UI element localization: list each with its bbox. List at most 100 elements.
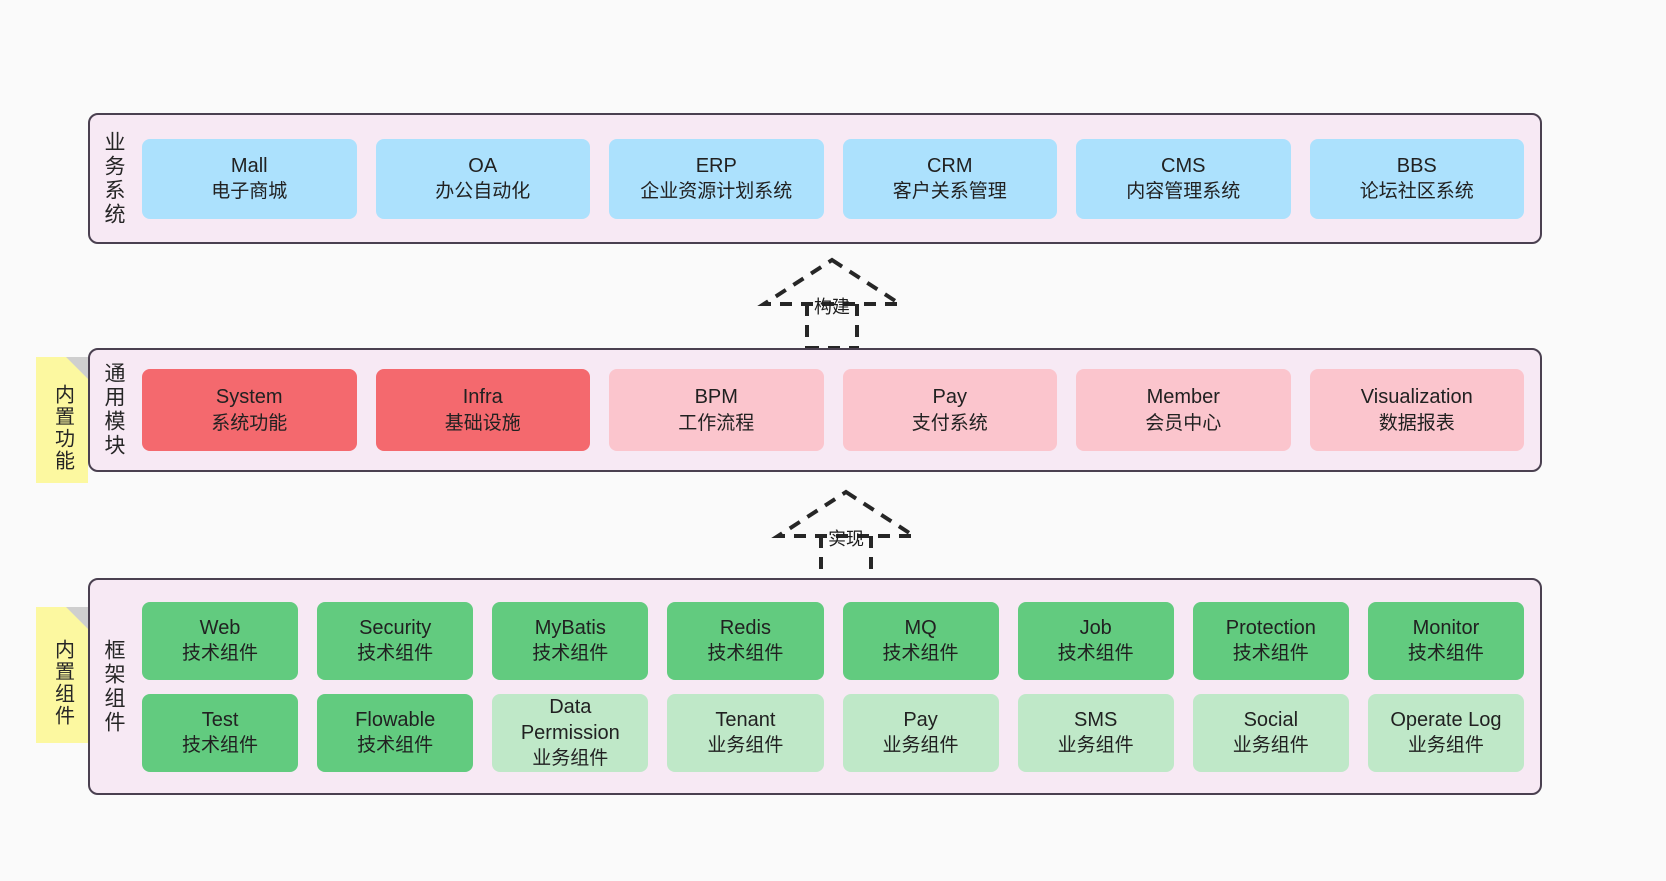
card-title: Redis	[719, 616, 771, 639]
card-title: Social	[1243, 708, 1299, 731]
card-title: Infra	[462, 386, 503, 409]
card-subtitle: 技术组件	[532, 643, 609, 665]
card-mybatis[interactable]: MyBatis 技术组件	[492, 601, 649, 680]
card-title: Pay	[903, 708, 938, 731]
card-subtitle: 技术组件	[182, 643, 259, 665]
card-protection[interactable]: Protection 技术组件	[1192, 601, 1349, 680]
layer-title-common-modules: 通用模块	[102, 362, 126, 458]
card-security[interactable]: Security 技术组件	[317, 601, 474, 680]
card-subtitle: 业务组件	[1057, 735, 1134, 757]
card-title: Flowable	[355, 708, 436, 731]
connector-build-label: 构建	[814, 297, 850, 317]
card-bbs[interactable]: BBS 论坛社区系统	[1309, 138, 1524, 219]
layer-body-business-systems: Mall 电子商城 OA 办公自动化 ERP 企业资源计划系统 CRM 客户关系…	[136, 115, 1540, 242]
card-test[interactable]: Test 技术组件	[142, 693, 299, 772]
card-title: Member	[1146, 386, 1220, 409]
layer-title-business-systems: 业务系统	[102, 130, 126, 227]
card-subtitle: 技术组件	[1232, 643, 1309, 665]
card-subtitle: 业务组件	[532, 748, 609, 770]
card-system[interactable]: System 系统功能	[142, 369, 357, 451]
card-subtitle: 业务组件	[1232, 735, 1309, 757]
card-title: ERP	[695, 154, 737, 177]
layer-business-systems: 业务系统 Mall 电子商城 OA 办公自动化 ERP 企业资源计划系统 CRM…	[88, 113, 1542, 244]
card-job[interactable]: Job 技术组件	[1017, 601, 1174, 680]
card-pay-component[interactable]: Pay 业务组件	[842, 693, 999, 772]
card-data-permission[interactable]: Data Permission 业务组件	[492, 693, 649, 772]
card-title: Job	[1079, 616, 1112, 639]
card-cms[interactable]: CMS 内容管理系统	[1076, 138, 1291, 219]
card-subtitle: 业务组件	[882, 735, 959, 757]
card-subtitle: 技术组件	[182, 735, 259, 757]
card-erp[interactable]: ERP 企业资源计划系统	[609, 138, 824, 219]
card-subtitle: 技术组件	[1057, 643, 1134, 665]
card-subtitle: 工作流程	[678, 412, 755, 434]
card-title: CMS	[1161, 154, 1206, 177]
card-title: BBS	[1396, 154, 1437, 177]
card-monitor[interactable]: Monitor 技术组件	[1367, 601, 1524, 680]
card-subtitle: 会员中心	[1145, 412, 1222, 434]
card-subtitle: 基础设施	[444, 412, 521, 434]
layer-row: Test 技术组件 Flowable 技术组件 Data Permission …	[142, 693, 1524, 772]
card-title: MQ	[904, 616, 937, 639]
card-title: BPM	[694, 386, 738, 409]
card-title: Test	[201, 708, 239, 731]
card-title: Mall	[230, 154, 268, 177]
layer-row: Web 技术组件 Security 技术组件 MyBatis 技术组件 Redi…	[142, 601, 1524, 680]
layer-common-modules: 通用模块 System 系统功能 Infra 基础设施 BPM 工作流程 Pay…	[88, 348, 1542, 472]
layer-body-framework-components: Web 技术组件 Security 技术组件 MyBatis 技术组件 Redi…	[136, 580, 1540, 793]
note-builtin-components: 内置组件	[36, 607, 88, 743]
card-sms[interactable]: SMS 业务组件	[1017, 693, 1174, 772]
card-subtitle: 业务组件	[1407, 735, 1484, 757]
card-title: Monitor	[1412, 616, 1480, 639]
card-subtitle: 系统功能	[211, 412, 288, 434]
layer-body-common-modules: System 系统功能 Infra 基础设施 BPM 工作流程 Pay 支付系统…	[136, 350, 1540, 470]
card-subtitle: 技术组件	[357, 643, 434, 665]
card-mq[interactable]: MQ 技术组件	[842, 601, 999, 680]
card-subtitle: 业务组件	[707, 735, 784, 757]
card-subtitle: 数据报表	[1378, 412, 1455, 434]
card-visualization[interactable]: Visualization 数据报表	[1309, 369, 1524, 451]
card-member[interactable]: Member 会员中心	[1076, 369, 1291, 451]
card-subtitle: 企业资源计划系统	[640, 181, 793, 203]
card-title: CRM	[926, 154, 973, 177]
card-flowable[interactable]: Flowable 技术组件	[317, 693, 474, 772]
card-subtitle: 内容管理系统	[1126, 181, 1241, 203]
card-title: Protection	[1225, 616, 1316, 639]
card-title: OA	[468, 154, 498, 177]
card-subtitle: 技术组件	[707, 643, 784, 665]
card-title: Pay	[932, 386, 967, 409]
card-subtitle: 技术组件	[1407, 643, 1484, 665]
card-subtitle: 客户关系管理	[892, 181, 1007, 203]
card-crm[interactable]: CRM 客户关系管理	[842, 138, 1057, 219]
card-oa[interactable]: OA 办公自动化	[375, 138, 590, 219]
card-title: SMS	[1074, 708, 1118, 731]
card-social[interactable]: Social 业务组件	[1192, 693, 1349, 772]
card-operate-log[interactable]: Operate Log 业务组件	[1367, 693, 1524, 772]
layer-row: Mall 电子商城 OA 办公自动化 ERP 企业资源计划系统 CRM 客户关系…	[142, 138, 1524, 219]
note-label: 内置组件	[51, 639, 74, 727]
card-pay[interactable]: Pay 支付系统	[842, 369, 1057, 451]
note-builtin-features: 内置功能	[36, 357, 88, 483]
card-title: Tenant	[715, 708, 776, 731]
note-label: 内置功能	[51, 384, 74, 472]
card-mall[interactable]: Mall 电子商城	[142, 138, 357, 219]
card-tenant[interactable]: Tenant 业务组件	[667, 693, 824, 772]
layer-framework-components: 框架组件 Web 技术组件 Security 技术组件 MyBatis 技术组件…	[88, 578, 1542, 795]
card-redis[interactable]: Redis 技术组件	[667, 601, 824, 680]
card-subtitle: 论坛社区系统	[1359, 181, 1474, 203]
card-bpm[interactable]: BPM 工作流程	[609, 369, 824, 451]
connector-implement-label: 实现	[828, 529, 864, 549]
layer-title-framework-components: 框架组件	[102, 638, 126, 735]
note-fold-icon	[66, 607, 88, 629]
card-subtitle: 支付系统	[911, 412, 988, 434]
card-web[interactable]: Web 技术组件	[142, 601, 299, 680]
card-title: Visualization	[1360, 386, 1473, 409]
card-subtitle: 技术组件	[882, 643, 959, 665]
card-title: MyBatis	[534, 616, 606, 639]
card-title: Operate Log	[1390, 708, 1502, 731]
card-subtitle: 技术组件	[357, 735, 434, 757]
card-infra[interactable]: Infra 基础设施	[375, 369, 590, 451]
layer-row: System 系统功能 Infra 基础设施 BPM 工作流程 Pay 支付系统…	[142, 369, 1524, 451]
card-title: Data Permission	[520, 695, 620, 744]
